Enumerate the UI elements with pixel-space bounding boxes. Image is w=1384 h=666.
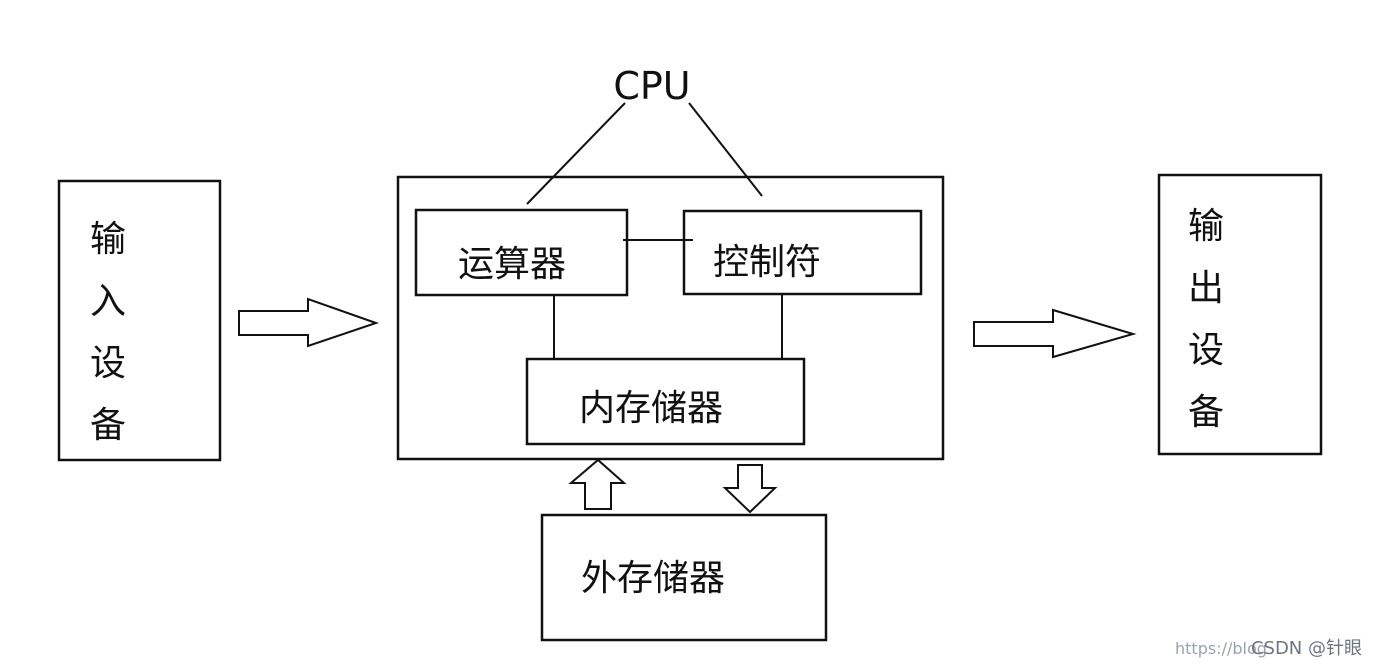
external-to-memory-arrow: [568, 458, 627, 510]
control-unit-box: [682, 209, 923, 296]
external-storage: 外存储器: [540, 513, 828, 642]
output-device-char-4: 备: [1188, 392, 1224, 433]
alu-label: 运算器: [458, 244, 566, 285]
external-storage-label: 外存储器: [581, 558, 725, 599]
output-device-box: [1157, 173, 1323, 456]
output-device-char-1: 输: [1188, 206, 1224, 247]
watermark-url: https://blog: [1175, 639, 1267, 658]
input-device-box: [57, 179, 222, 462]
watermark-brand: CSDN @针眼: [1251, 638, 1362, 659]
alu-box: [414, 208, 629, 297]
output-device-char-2: 出: [1188, 268, 1224, 309]
control-unit-label: 控制符: [713, 242, 821, 283]
alu: 运算器: [414, 208, 629, 297]
host-to-output-arrow: [973, 308, 1137, 359]
input-device-char-2: 入: [90, 281, 126, 322]
watermark: https://blog CSDN @针眼: [1175, 638, 1362, 659]
internal-memory-label: 内存储器: [579, 388, 723, 429]
input-device: 输 入 设 备: [57, 179, 222, 462]
output-device: 输 出 设 备: [1157, 173, 1323, 456]
input-to-host-arrow: [238, 297, 380, 348]
input-device-char-4: 备: [90, 405, 126, 446]
control-unit: 控制符: [682, 209, 923, 296]
input-device-char-3: 设: [90, 343, 126, 384]
input-device-char-1: 输: [90, 219, 126, 260]
cpu-label: CPU: [613, 64, 690, 108]
internal-memory: 内存储器: [525, 357, 806, 446]
cpu-to-alu-leader: [526, 102, 626, 205]
external-storage-box: [540, 513, 828, 642]
cpu-to-control-leader: [688, 102, 763, 197]
memory-to-external-arrow: [722, 464, 778, 514]
internal-memory-box: [525, 357, 806, 446]
output-device-char-3: 设: [1188, 330, 1224, 371]
